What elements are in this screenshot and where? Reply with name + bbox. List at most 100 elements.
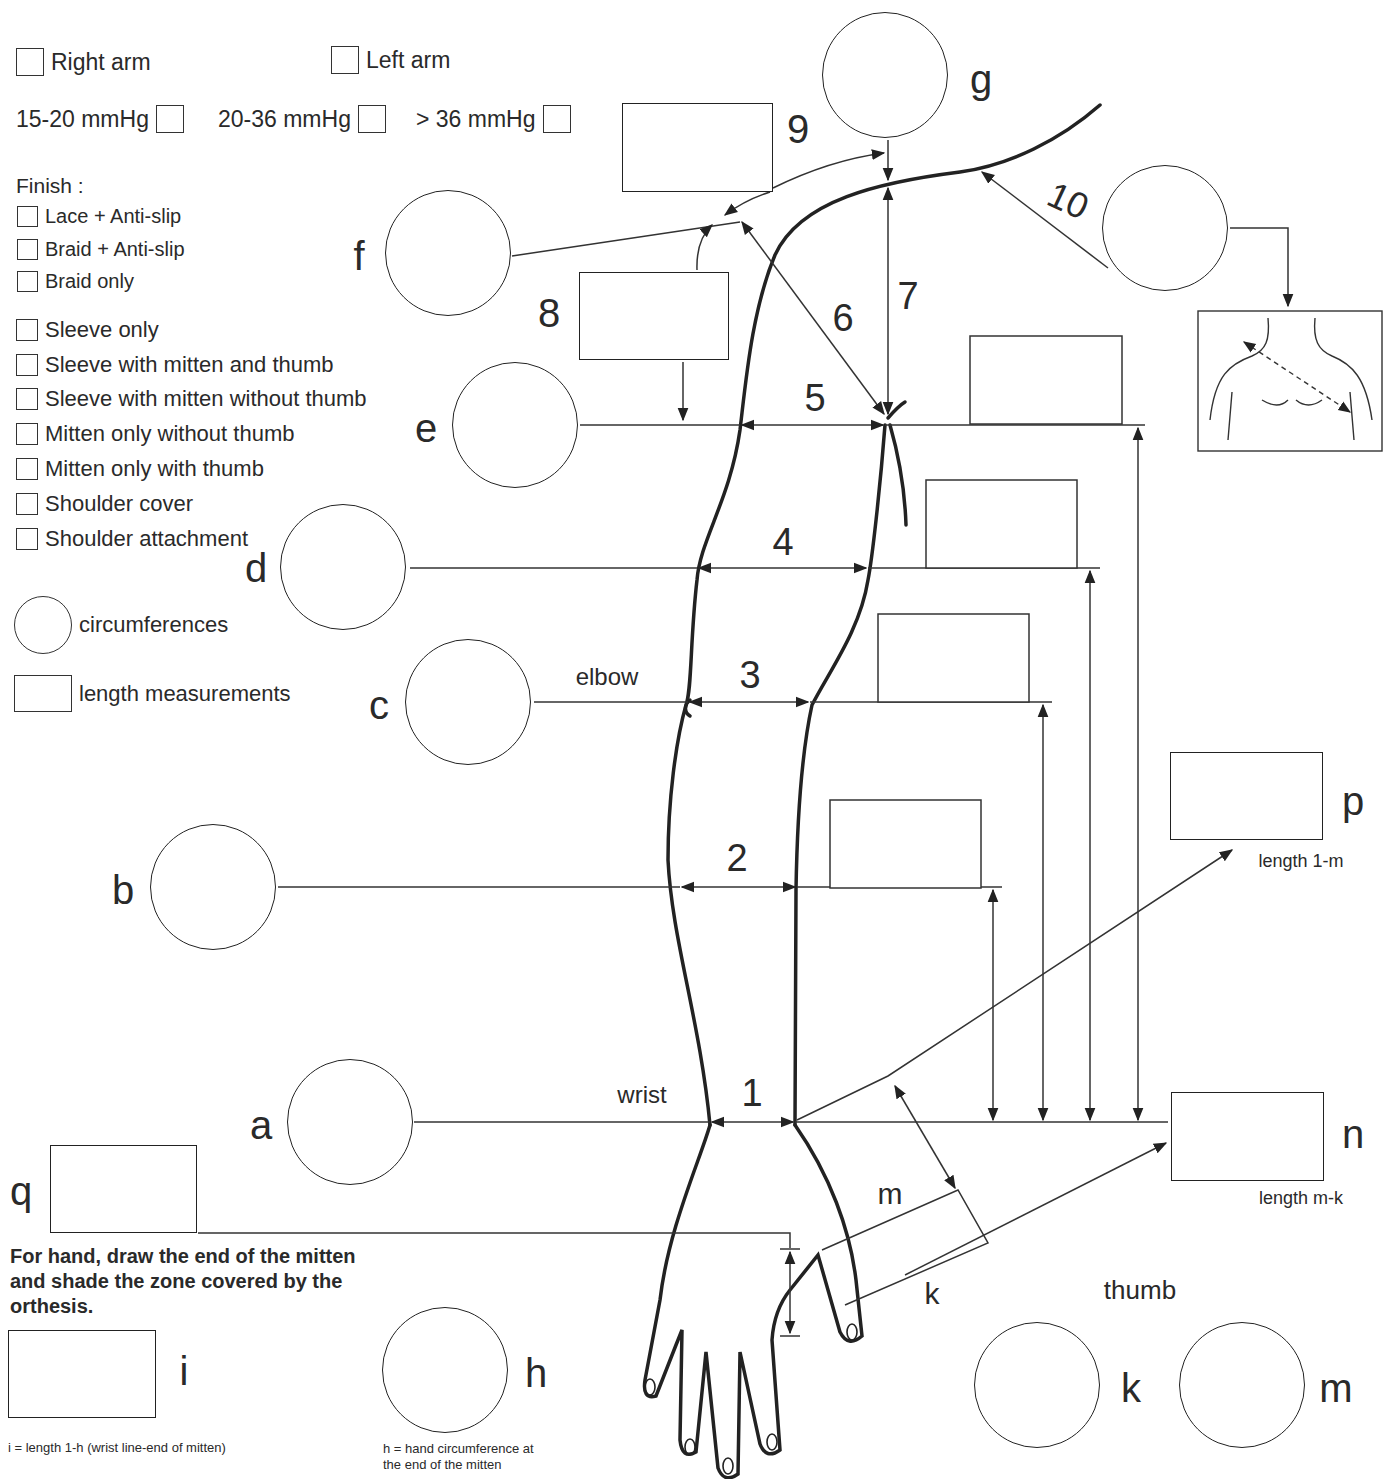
checkbox-option: Braid + Anti-slip [17, 238, 185, 261]
option-text: Lace + Anti-slip [45, 205, 181, 228]
circumference-circle: k [974, 1322, 1100, 1448]
option-text: 20-36 mmHg [218, 106, 351, 133]
circumference-circle: e [452, 362, 578, 488]
circumference-circle: h [382, 1307, 508, 1433]
checkbox-square [358, 105, 386, 133]
measure-letter: a [250, 1103, 272, 1148]
legend-circle [14, 596, 72, 654]
option-text: Sleeve with mitten without thumb [45, 386, 367, 412]
measure-letter: g [970, 57, 992, 102]
option-text: Shoulder attachment [45, 526, 248, 552]
option-text: > 36 mmHg [416, 106, 536, 133]
circumference-circle: a [287, 1059, 413, 1185]
option-text: Mitten only with thumb [45, 456, 264, 482]
length-box: plength 1-m [1170, 752, 1323, 840]
checkbox-square [17, 239, 38, 260]
callout-number: 3 [739, 654, 760, 697]
part-label: k [925, 1277, 940, 1311]
callout-number: 6 [832, 297, 853, 340]
legend-box [14, 675, 72, 712]
measure-letter: 8 [538, 291, 560, 336]
checkbox-option: Shoulder attachment [16, 526, 248, 552]
checkbox-option: > 36 mmHg [416, 105, 571, 133]
checkbox-option: Sleeve with mitten without thumb [16, 386, 367, 412]
checkbox-square [16, 423, 38, 445]
measure-letter: h [525, 1351, 547, 1396]
legend-text: circumferences [79, 612, 228, 638]
measure-letter: 10 [1041, 174, 1095, 229]
checkbox-option: Shoulder cover [16, 491, 193, 517]
measure-letter: k [1121, 1366, 1141, 1411]
callout-number: 4 [772, 521, 793, 564]
callout-number: 5 [804, 377, 825, 420]
option-text: Mitten only without thumb [45, 421, 294, 447]
legend-item: circumferences [14, 596, 228, 654]
measure-lines [198, 140, 1288, 1336]
measure-letter: q [10, 1169, 32, 1214]
note-text: h = hand circumference at the end of the… [383, 1441, 553, 1474]
part-label: Finish : [16, 174, 84, 198]
checkbox-square [156, 105, 184, 133]
checkbox-option: 15-20 mmHg [16, 105, 184, 133]
checkbox-square [16, 388, 38, 410]
option-text: Shoulder cover [45, 491, 193, 517]
circumference-circle: b [150, 824, 276, 950]
checkbox-square [17, 271, 38, 292]
part-label: m [878, 1177, 903, 1211]
measure-letter: f [353, 234, 364, 279]
measure-letter: m [1319, 1366, 1352, 1411]
note-text: i = length 1-h (wrist line-end of mitten… [8, 1440, 226, 1455]
measure-letter: i [180, 1349, 189, 1394]
option-text: Sleeve only [45, 317, 159, 343]
length-box: nlength m-k [1171, 1092, 1324, 1181]
checkbox-option: Left arm [331, 46, 450, 74]
checkbox-option: Mitten only with thumb [16, 456, 264, 482]
measure-letter: b [112, 868, 134, 913]
note-text: For hand, draw the end of the mitten and… [10, 1244, 390, 1319]
option-text: Right arm [51, 49, 151, 76]
measure-letter: e [415, 406, 437, 451]
checkbox-option: Right arm [16, 48, 151, 76]
legend-item: length measurements [14, 675, 291, 712]
checkbox-option: Sleeve only [16, 317, 159, 343]
callout-number: 7 [897, 275, 918, 318]
circumference-circle: 10 [1102, 165, 1228, 291]
finger-nails [645, 1324, 857, 1474]
measure-letter: n [1342, 1112, 1364, 1157]
checkbox-square [16, 354, 38, 376]
callout-number: 1 [741, 1072, 762, 1115]
measure-letter: d [245, 546, 267, 591]
legend-text: length measurements [79, 681, 291, 707]
checkbox-square [543, 105, 571, 133]
checkbox-square [16, 458, 38, 480]
checkbox-option: Mitten only without thumb [16, 421, 294, 447]
part-label: thumb [1104, 1275, 1176, 1306]
length-caption: length m-k [1259, 1188, 1343, 1209]
checkbox-option: 20-36 mmHg [218, 105, 386, 133]
checkbox-square [16, 528, 38, 550]
option-text: 15-20 mmHg [16, 106, 149, 133]
part-label: elbow [576, 663, 639, 691]
circumference-circle: m [1179, 1322, 1305, 1448]
blank-length-boxes [830, 336, 1122, 888]
length-caption: length 1-m [1258, 851, 1343, 872]
length-box: 9 [622, 103, 773, 192]
length-box: 8 [579, 272, 729, 360]
option-text: Braid + Anti-slip [45, 238, 185, 261]
length-box: q [50, 1145, 197, 1233]
checkbox-square [16, 319, 38, 341]
measure-letter: c [369, 683, 389, 728]
checkbox-option: Braid only [17, 270, 134, 293]
checkbox-square [16, 48, 44, 76]
checkbox-square [331, 46, 359, 74]
checkbox-option: Lace + Anti-slip [17, 205, 181, 228]
circumference-circle: g [822, 12, 948, 138]
checkbox-square [17, 206, 38, 227]
option-text: Braid only [45, 270, 134, 293]
checkbox-option: Sleeve with mitten and thumb [16, 352, 334, 378]
measure-letter: 9 [787, 107, 809, 152]
callout-number: 2 [726, 837, 747, 880]
checkbox-square [16, 493, 38, 515]
measure-letter: p [1342, 779, 1364, 824]
option-text: Sleeve with mitten and thumb [45, 352, 334, 378]
